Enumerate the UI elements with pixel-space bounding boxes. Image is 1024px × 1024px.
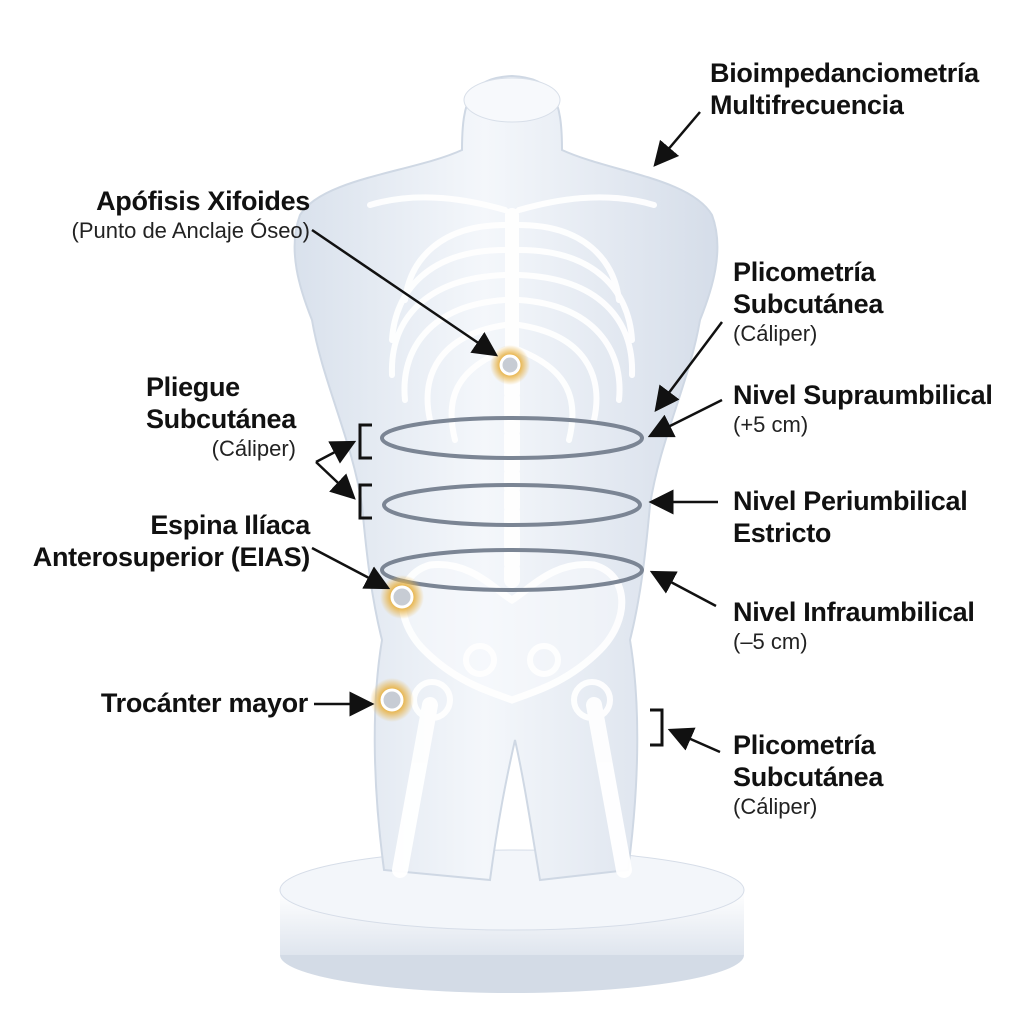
bracket-thigh bbox=[650, 708, 664, 747]
label-trocanter: Trocánter mayor bbox=[101, 688, 308, 720]
label-periumbilical-line2: Estricto bbox=[733, 517, 832, 548]
label-plicometria-upper-line1: Plicometría bbox=[733, 257, 876, 287]
label-supraumbilical: Nivel Supraumbilical (+5 cm) bbox=[733, 380, 993, 438]
label-supraumbilical-sub: (+5 cm) bbox=[733, 411, 809, 437]
label-eias: Espina Ilíaca Anterosuperior (EIAS) bbox=[32, 510, 311, 574]
label-plicometria-upper: Plicometría Subcutánea (Cáliper) bbox=[733, 257, 883, 347]
label-infraumbilical-title: Nivel Infraumbilical bbox=[733, 597, 975, 627]
label-periumbilical: Nivel Periumbilical Estricto bbox=[733, 486, 968, 550]
arrow-supraumbilical bbox=[647, 398, 723, 438]
label-pliegue-line2: Subcutánea bbox=[145, 403, 296, 434]
arrow-eias bbox=[311, 546, 391, 590]
label-periumbilical-line1: Nivel Periumbilical bbox=[733, 486, 968, 516]
label-plicometria-lower: Plicometría Subcutánea (Cáliper) bbox=[733, 730, 883, 820]
leader-arrows bbox=[311, 111, 723, 754]
label-infraumbilical: Nivel Infraumbilical (–5 cm) bbox=[733, 597, 975, 655]
arrow-plicometria-lower bbox=[667, 727, 721, 754]
label-bioimpedancia-line1: Bioimpedanciometría bbox=[710, 58, 979, 88]
landmark-markers bbox=[370, 345, 530, 722]
label-xifoides-sub: (Punto de Anclaje Óseo) bbox=[71, 217, 310, 243]
skeleton bbox=[367, 194, 657, 878]
label-eias-line2: Anterosuperior (EIAS) bbox=[32, 541, 311, 572]
arrow-pliegue-upper bbox=[315, 440, 357, 464]
label-plicometria-lower-line1: Plicometría bbox=[733, 730, 876, 760]
label-plicometria-lower-line2: Subcutánea bbox=[733, 761, 884, 792]
label-eias-line1: Espina Ilíaca bbox=[150, 510, 310, 540]
marker-trochanter bbox=[370, 678, 414, 722]
label-trocanter-title: Trocánter mayor bbox=[100, 688, 308, 718]
arrow-pliegue-lower bbox=[315, 461, 356, 500]
arrow-plicometria-upper bbox=[654, 321, 723, 412]
marker-eias bbox=[380, 575, 424, 619]
label-bioimpedancia: Bioimpedanciometría Multifrecuencia bbox=[710, 58, 979, 122]
arrow-infraumbilical bbox=[649, 570, 717, 608]
marker-xiphoid bbox=[490, 345, 530, 385]
label-pliegue-line1: Pliegue bbox=[145, 372, 240, 402]
label-plicometria-upper-sub: (Cáliper) bbox=[733, 320, 818, 346]
pedestal bbox=[279, 849, 745, 993]
label-pliegue: Pliegue Subcutánea (Cáliper) bbox=[146, 372, 296, 462]
label-xifoides-title: Apófisis Xifoides bbox=[96, 186, 310, 216]
bracket-upper bbox=[358, 423, 372, 460]
label-pliegue-sub: (Cáliper) bbox=[211, 435, 296, 461]
label-xifoides: Apófisis Xifoides (Punto de Anclaje Óseo… bbox=[71, 186, 311, 244]
ring-supraumbilical bbox=[380, 416, 644, 460]
label-plicometria-lower-sub: (Cáliper) bbox=[733, 793, 818, 819]
brackets bbox=[358, 423, 664, 747]
label-infraumbilical-sub: (–5 cm) bbox=[733, 628, 808, 654]
arrow-bioimpedancia bbox=[653, 111, 701, 167]
label-plicometria-upper-line2: Subcutánea bbox=[733, 288, 884, 319]
ring-periumbilical bbox=[382, 483, 642, 527]
arrow-xifoides bbox=[311, 228, 499, 357]
label-bioimpedancia-line2: Multifrecuencia bbox=[710, 89, 904, 120]
bracket-middle bbox=[358, 483, 372, 520]
label-supraumbilical-title: Nivel Supraumbilical bbox=[733, 380, 993, 410]
